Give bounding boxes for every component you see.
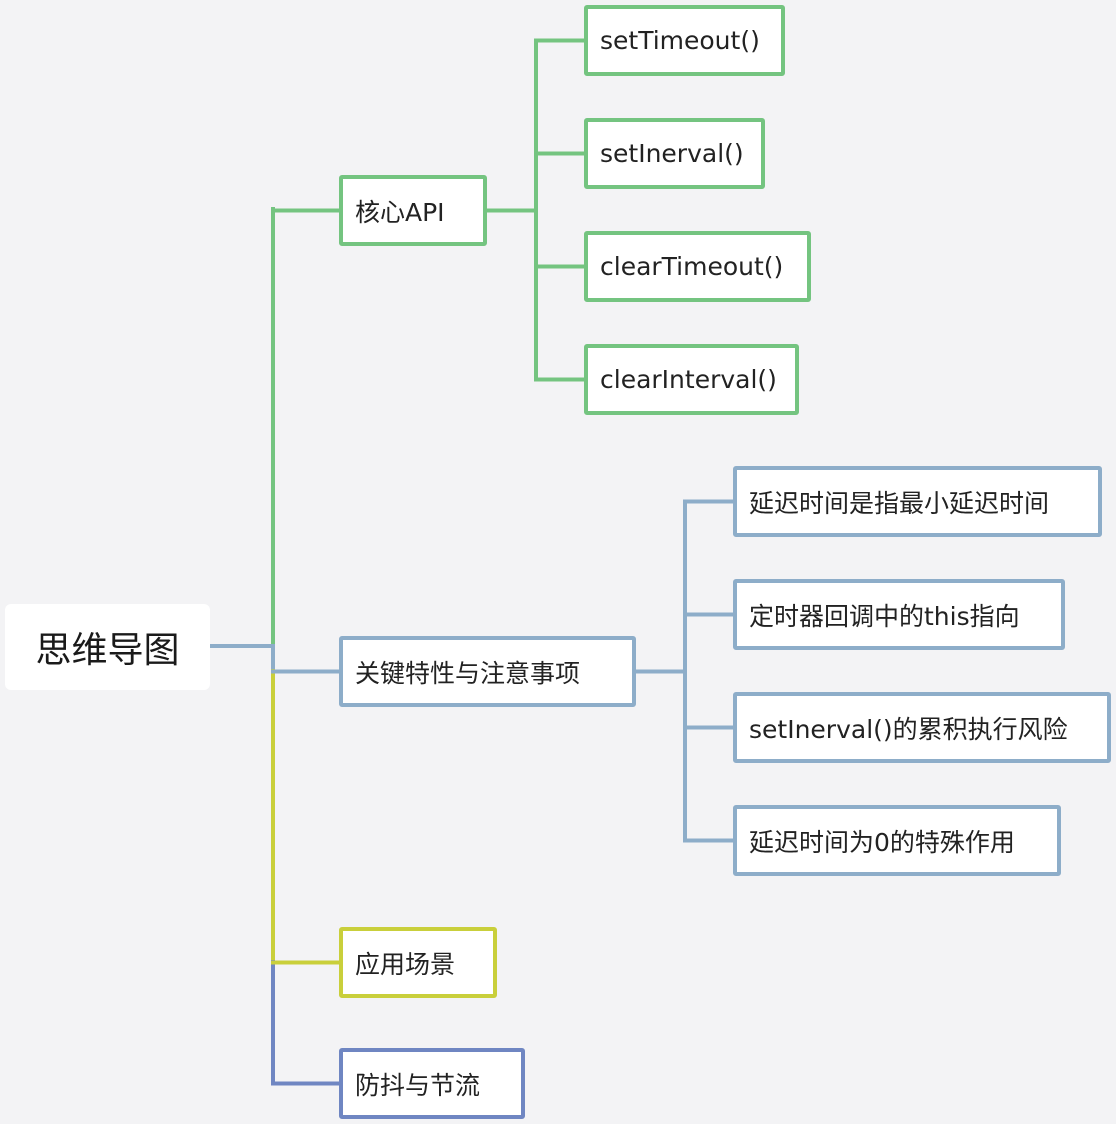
root-node[interactable]: 思维导图 [5, 604, 210, 690]
branch-label: 防抖与节流 [355, 1070, 481, 1100]
leaf-label: setTimeout() [600, 26, 760, 55]
leaf-label: 延迟时间是指最小延迟时间 [749, 488, 1050, 518]
branch-label: 应用场景 [355, 949, 456, 979]
branch-label: 关键特性与注意事项 [355, 658, 581, 688]
leaf-label: setInerval() [600, 139, 744, 168]
branch-core-api[interactable]: 核心API [339, 175, 487, 246]
leaf-label: 定时器回调中的this指向 [749, 601, 1020, 631]
leaf-cleartimeout[interactable]: clearTimeout() [584, 231, 811, 302]
branch-debounce-throttle[interactable]: 防抖与节流 [339, 1048, 525, 1119]
leaf-zero-delay[interactable]: 延迟时间为0的特殊作用 [733, 805, 1061, 876]
leaf-label: clearTimeout() [600, 252, 784, 281]
leaf-accumulation-risk[interactable]: setInerval()的累积执行风险 [733, 692, 1111, 763]
leaf-label: clearInterval() [600, 365, 777, 394]
branch-key-features[interactable]: 关键特性与注意事项 [339, 636, 636, 707]
leaf-min-delay[interactable]: 延迟时间是指最小延迟时间 [733, 466, 1102, 537]
branch-use-cases[interactable]: 应用场景 [339, 927, 497, 998]
leaf-this-binding[interactable]: 定时器回调中的this指向 [733, 579, 1065, 650]
leaf-label: setInerval()的累积执行风险 [749, 714, 1068, 744]
leaf-settimeout[interactable]: setTimeout() [584, 5, 785, 76]
leaf-setinerval[interactable]: setInerval() [584, 118, 765, 189]
root-node-label: 思维导图 [35, 630, 180, 671]
branch-label: 核心API [355, 197, 445, 227]
leaf-clearinterval[interactable]: clearInterval() [584, 344, 799, 415]
leaf-label: 延迟时间为0的特殊作用 [749, 827, 1015, 857]
